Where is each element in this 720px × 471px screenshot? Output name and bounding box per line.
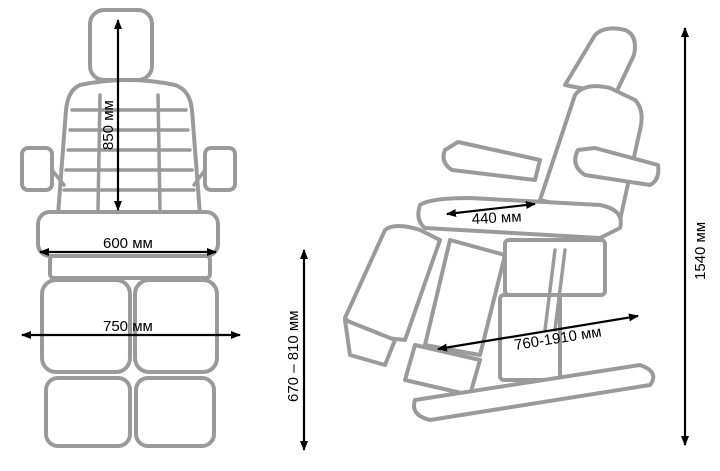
dimension-1540: 1540 мм — [681, 27, 709, 446]
side-left-leg-upper — [343, 224, 442, 342]
right-leg-lower — [134, 376, 216, 448]
left-leg-lower — [44, 376, 132, 448]
dimension-750: 750 мм — [21, 318, 241, 339]
side-base — [412, 363, 656, 422]
right-armrest — [203, 146, 237, 192]
side-right-armrest — [573, 146, 661, 187]
label-440: 440 мм — [471, 208, 522, 228]
label-850: 850 мм — [100, 100, 117, 150]
side-seat-base — [503, 238, 607, 297]
side-headrest — [563, 26, 637, 97]
seat-base — [48, 254, 212, 280]
side-left-footrest — [343, 318, 397, 367]
label-600: 600 мм — [103, 235, 153, 252]
dimension-850: 850 мм — [100, 19, 122, 211]
backrest-stitching — [62, 93, 196, 212]
dimension-440: 440 мм — [446, 201, 536, 228]
dimension-670-810: 670 – 810 мм — [285, 249, 308, 451]
side-right-leg-upper — [423, 238, 507, 357]
right-leg-upper — [133, 278, 219, 374]
headrest — [88, 8, 154, 82]
dimension-600: 600 мм — [39, 235, 217, 256]
label-1540: 1540 мм — [692, 222, 709, 280]
left-leg-upper — [40, 278, 132, 374]
left-armrest — [20, 146, 54, 192]
label-670-810: 670 – 810 мм — [285, 310, 302, 402]
chair-front-view — [20, 8, 237, 448]
side-left-armrest — [441, 140, 542, 182]
label-750: 750 мм — [103, 318, 153, 335]
backrest — [56, 78, 202, 217]
